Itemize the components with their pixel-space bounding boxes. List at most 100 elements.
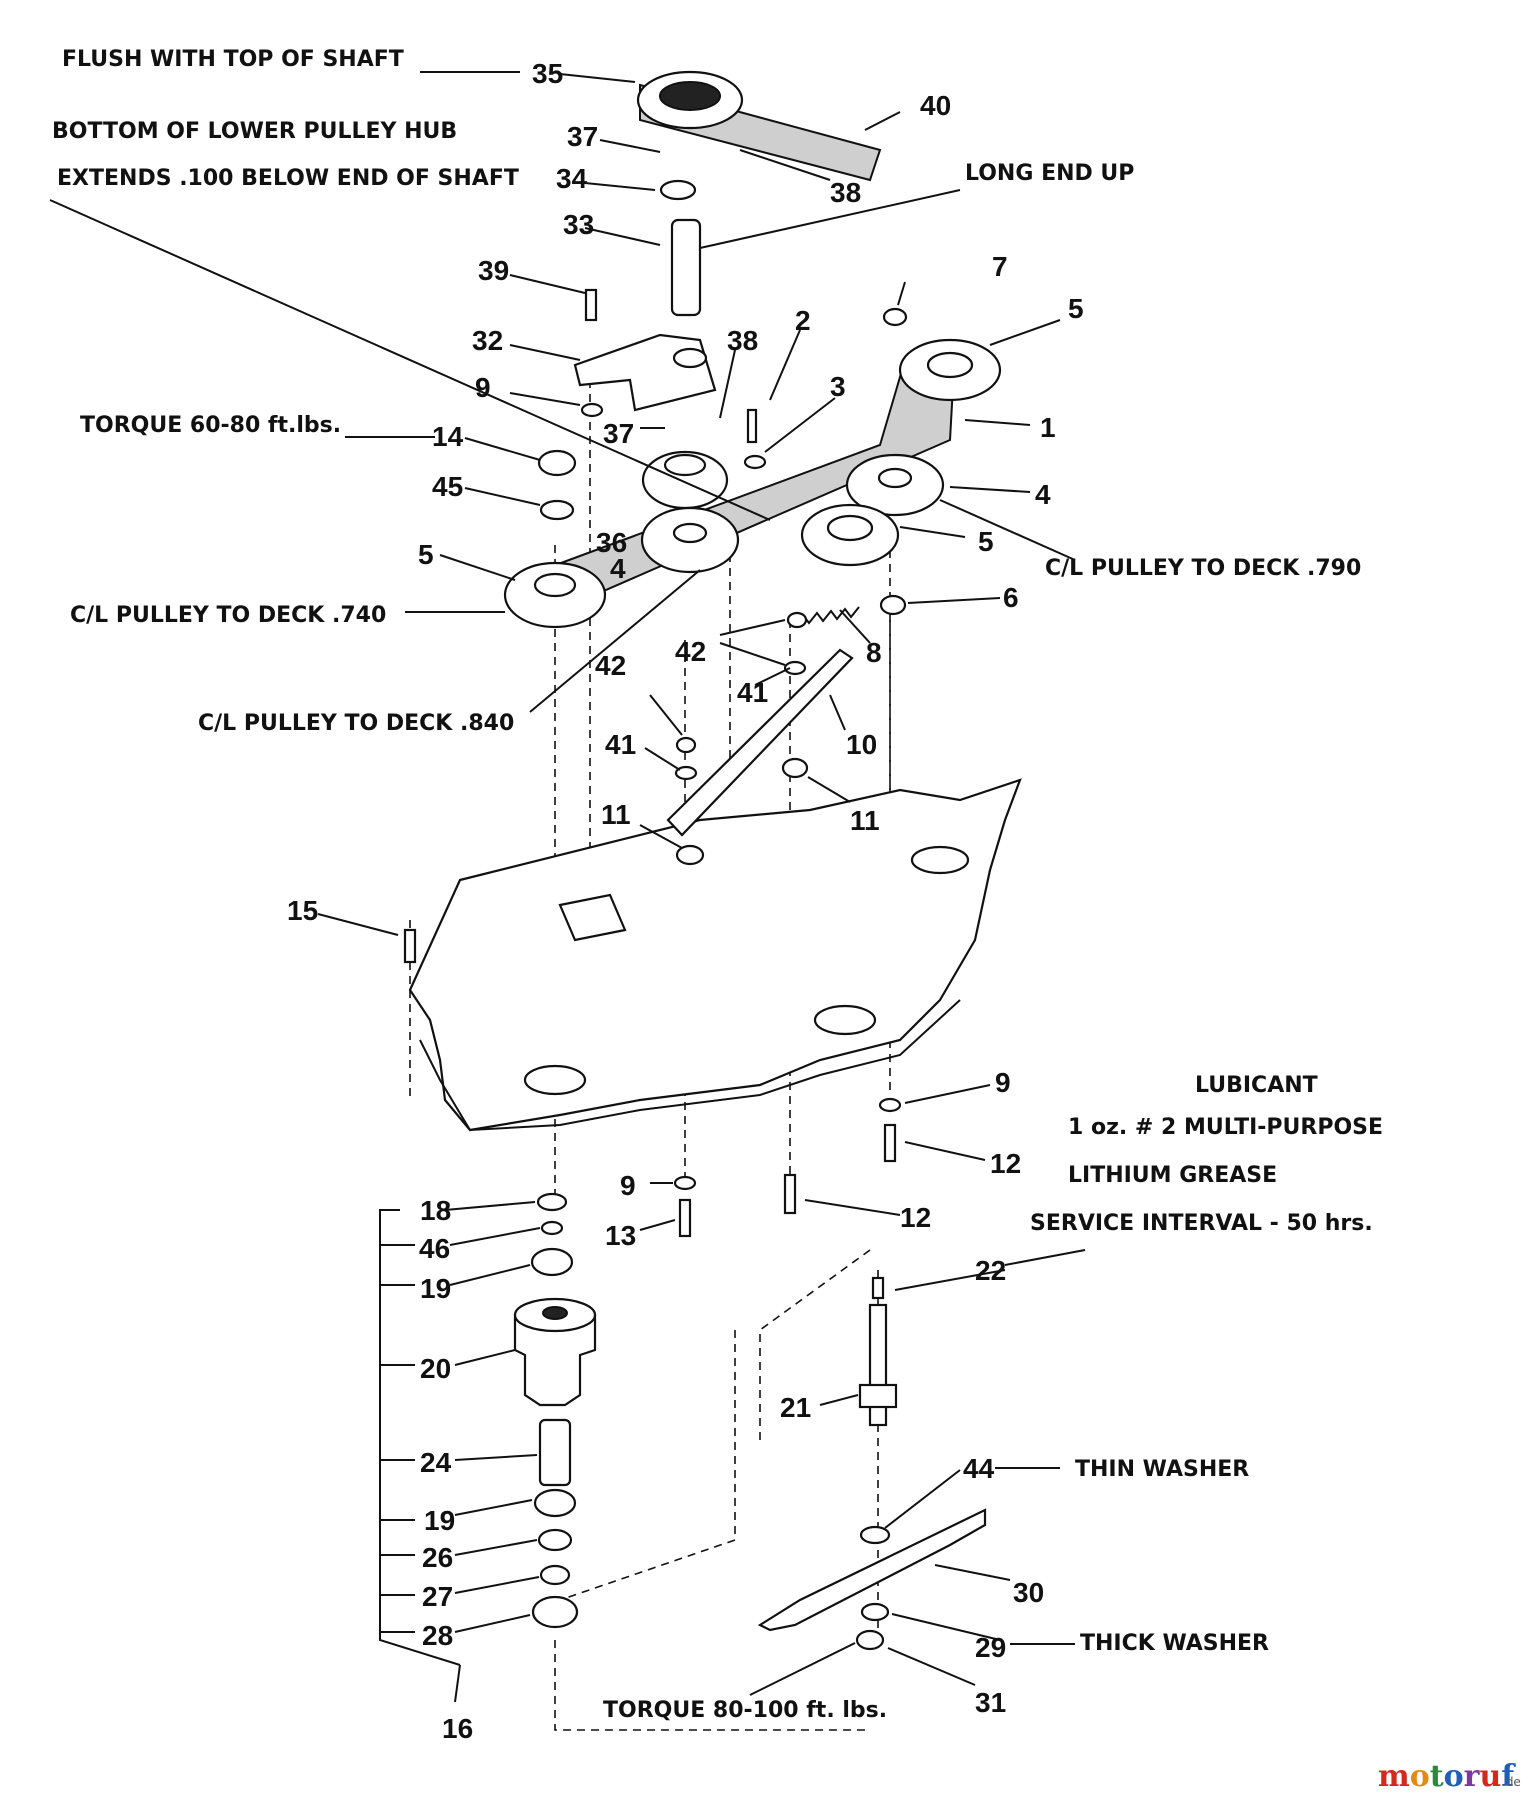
watermark-text: motoruf [1378,1759,1516,1794]
callout-34: 34 [556,163,588,194]
callout-31: 31 [975,1687,1006,1718]
shaft-21-nut [858,1383,898,1409]
callout-22: 22 [975,1255,1006,1286]
washer-9-right [878,1097,902,1113]
callout-20: 20 [420,1353,451,1384]
deck-plate-edge [419,999,961,1132]
spacer-6 [879,594,907,616]
callout-1: 1 [1040,412,1056,443]
watermark-logo: motoruf .de [1378,1759,1521,1794]
bolt-13 [678,1198,692,1238]
watermark-suffix: .de [1502,1775,1521,1789]
callout-37-mid: 37 [603,418,634,449]
callout-32: 32 [472,325,503,356]
leader-lines [49,71,1086,1703]
bracket-32-bore [672,347,708,369]
bearing-19-upper [530,1247,574,1277]
callout-41-lower: 41 [605,729,636,760]
callout-5-right: 5 [1068,293,1084,324]
callout-27: 27 [422,1581,453,1612]
cup-28 [531,1595,579,1629]
bolt-39 [584,288,598,322]
bushing-11-right [781,757,809,779]
note-thin-washer: THIN WASHER [1075,1457,1249,1482]
callout-46: 46 [419,1233,450,1264]
callout-14: 14 [432,421,464,452]
callout-30: 30 [1013,1577,1044,1608]
note-torque-60-80: TORQUE 60-80 ft.lbs. [80,413,341,438]
deck-plate [408,778,1022,1132]
callout-12-center: 12 [900,1202,931,1233]
washer-3 [743,454,767,470]
callout-42-lower: 42 [595,650,626,681]
pulley-35 [636,70,744,130]
callout-4-right: 4 [1035,479,1051,510]
spindle-assembly-16 [513,1192,597,1629]
nut-14 [537,449,577,477]
callout-29: 29 [975,1632,1006,1663]
callout-28: 28 [422,1620,453,1651]
callout-38-mid: 38 [727,325,758,356]
callout-12-right: 12 [990,1148,1021,1179]
idler-arm-10 [666,648,854,837]
pulley-5-center [800,503,900,567]
callout-26: 26 [422,1542,453,1573]
callout-9-right: 9 [995,1067,1011,1098]
bolt-2 [746,408,758,444]
callout-41-upper: 41 [737,677,768,708]
callout-42-upper: 42 [675,636,706,667]
washer-44 [859,1525,891,1545]
pulley-5-left [503,561,607,629]
nut-7 [882,307,908,327]
callout-10: 10 [846,729,877,760]
note-lub-amount: 1 oz. # 2 MULTI-PURPOSE [1068,1115,1383,1140]
note-lithium: LITHIUM GREASE [1068,1163,1277,1188]
callout-13: 13 [605,1220,636,1251]
bolt-12-right [883,1123,897,1163]
bolt-15 [403,928,417,964]
bushing-11-left [675,844,705,866]
note-cl-840: C/L PULLEY TO DECK .840 [198,711,514,736]
callout-19-upper: 19 [420,1273,451,1304]
note-torque-80-100: TORQUE 80-100 ft. lbs. [603,1698,887,1723]
note-thick-washer: THICK WASHER [1080,1631,1269,1656]
bolt-12-center [783,1173,797,1215]
washer-18 [536,1192,568,1212]
callout-35: 35 [532,58,563,89]
callout-5-left: 5 [418,539,434,570]
shaft-33 [670,218,702,317]
ring-46 [540,1220,564,1236]
callout-2: 2 [795,305,811,336]
ring-26 [537,1528,573,1552]
callout-24: 24 [420,1447,452,1478]
callout-37-top: 37 [567,121,598,152]
callout-19-lower: 19 [424,1505,455,1536]
callout-11-right: 11 [850,805,880,836]
note-cl-790: C/L PULLEY TO DECK .790 [1045,556,1361,581]
note-flush: FLUSH WITH TOP OF SHAFT [62,47,404,72]
callout-36: 36 [596,527,627,558]
callout-8: 8 [866,637,882,668]
callout-9-top: 9 [475,372,491,403]
washer-45 [539,499,575,521]
callout-33: 33 [563,209,594,240]
callout-9-center: 9 [620,1170,636,1201]
note-long-end-up: LONG END UP [965,161,1134,186]
bracket-16 [379,1209,461,1666]
washer-9-center [673,1175,697,1191]
washer-41-upper [783,660,807,676]
callout-40: 40 [920,90,951,121]
zerk-22 [871,1276,885,1300]
washer-9-top [580,402,604,418]
bracket-32 [573,333,717,412]
pulley-4-right [845,453,945,517]
callout-11-left: 11 [601,799,631,830]
nut-42-upper [786,611,808,629]
pulley-36 [641,450,729,510]
deck-hole-left [523,1064,587,1096]
seal-27 [539,1564,571,1586]
note-extends: EXTENDS .100 BELOW END OF SHAFT [57,166,519,191]
sleeve-24 [538,1418,572,1487]
callout-15: 15 [287,895,318,926]
